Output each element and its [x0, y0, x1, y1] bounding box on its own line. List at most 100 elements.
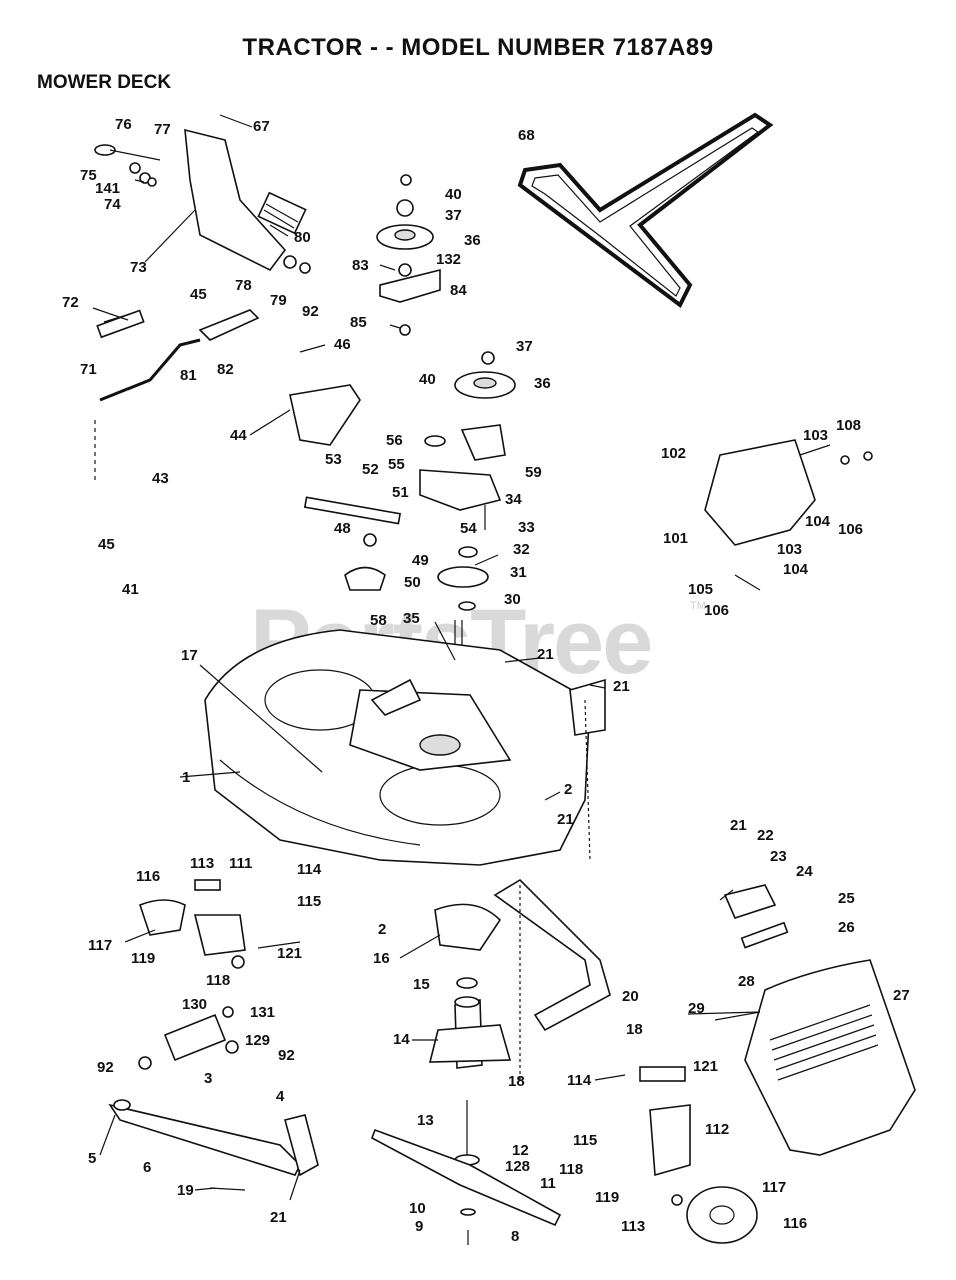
callout: 92 [278, 1047, 295, 1064]
callout: 37 [445, 207, 462, 224]
callout: 85 [350, 314, 367, 331]
lift-bracket-part [94, 128, 311, 402]
callout: 18 [508, 1073, 525, 1090]
callout: 40 [419, 371, 436, 388]
mower-deck-housing-part [204, 629, 606, 866]
callout: 118 [559, 1161, 584, 1178]
callout: 18 [626, 1021, 643, 1038]
callout: 34 [505, 491, 522, 508]
callout: 106 [838, 521, 864, 538]
discharge-deflector-part [704, 439, 873, 591]
callout: 36 [464, 232, 481, 249]
callout: 78 [235, 277, 252, 294]
callout: 36 [534, 375, 551, 392]
front-stabilizer-arm-part [493, 878, 611, 1032]
callout: 106 [704, 602, 730, 619]
callout: 116 [136, 868, 161, 885]
callout: 101 [663, 530, 689, 547]
callout: 49 [412, 552, 429, 569]
callout: 54 [460, 520, 477, 537]
gauge-wheel-part [639, 1066, 758, 1244]
callout: 30 [504, 591, 521, 608]
watermark-tm: TM [690, 600, 706, 612]
callout: 19 [177, 1182, 194, 1199]
callout: 131 [250, 1004, 276, 1021]
callout: 33 [518, 519, 535, 536]
callout: 102 [661, 445, 687, 462]
callout: 113 [190, 855, 215, 872]
callout: 56 [386, 432, 403, 449]
callout: 121 [277, 945, 303, 962]
callout: 2 [378, 921, 387, 938]
callout: 58 [370, 612, 387, 629]
callout: 4 [276, 1088, 285, 1105]
callout: 79 [270, 292, 287, 309]
callout: 119 [131, 950, 156, 967]
drive-belt-part [517, 112, 774, 309]
callout: 45 [190, 286, 207, 303]
mulch-cover-part [714, 884, 916, 1156]
callout: 6 [143, 1159, 152, 1176]
callout: 141 [95, 180, 121, 197]
callout: 37 [516, 338, 533, 355]
callout: 128 [505, 1158, 531, 1175]
callout: 29 [688, 1000, 705, 1017]
callout: 113 [621, 1218, 646, 1235]
callout: 84 [450, 282, 467, 299]
callout: 129 [245, 1032, 271, 1049]
callout: 10 [409, 1200, 426, 1217]
callout: 41 [122, 581, 139, 598]
callout: 114 [297, 861, 322, 878]
pulley-upper-part [376, 174, 441, 336]
callout: 77 [154, 121, 171, 138]
callout: 35 [403, 610, 420, 627]
callout: 11 [540, 1175, 556, 1192]
callout: 67 [253, 118, 270, 135]
front-link-part [108, 879, 319, 1191]
callout: 2 [564, 781, 573, 798]
callout: 59 [525, 464, 542, 481]
callout: 24 [796, 863, 813, 880]
callout: 21 [537, 646, 554, 663]
callout: 9 [415, 1218, 424, 1235]
callout: 23 [770, 848, 787, 865]
callout: 32 [513, 541, 530, 558]
callout: 53 [325, 451, 342, 468]
callout: 81 [180, 367, 197, 384]
spindle-assembly-part [371, 903, 562, 1245]
callout: 46 [334, 336, 351, 353]
callout: 72 [62, 294, 79, 311]
pulley-mid-part [454, 351, 516, 461]
section-title: MOWER DECK [37, 72, 172, 93]
callout: 15 [413, 976, 430, 993]
callout: 22 [757, 827, 774, 844]
callout: 103 [777, 541, 803, 558]
callout: 80 [294, 229, 311, 246]
callout: 130 [182, 996, 208, 1013]
callout: 117 [762, 1179, 787, 1196]
callout: 76 [115, 116, 132, 133]
callout: 118 [206, 972, 231, 989]
callout: 13 [417, 1112, 434, 1129]
callout: 115 [297, 893, 322, 910]
idler-bracket-part [289, 384, 502, 680]
callout: 68 [518, 127, 535, 144]
callout: 5 [88, 1150, 97, 1167]
callout: 103 [803, 427, 829, 444]
callout: 26 [838, 919, 855, 936]
callout: 3 [204, 1070, 213, 1087]
callout: 21 [270, 1209, 287, 1226]
callout: 92 [302, 303, 319, 320]
callout: 27 [893, 987, 910, 1004]
callout: 43 [152, 470, 169, 487]
callout: 21 [557, 811, 574, 828]
callout: 21 [613, 678, 630, 695]
callout: 104 [783, 561, 809, 578]
callout: 45 [98, 536, 115, 553]
callout: 40 [445, 186, 462, 203]
callout: 73 [130, 259, 147, 276]
callout: 51 [392, 484, 409, 501]
diagram-title: TRACTOR - - MODEL NUMBER 7187A89 [242, 34, 714, 61]
callout: 28 [738, 973, 755, 990]
